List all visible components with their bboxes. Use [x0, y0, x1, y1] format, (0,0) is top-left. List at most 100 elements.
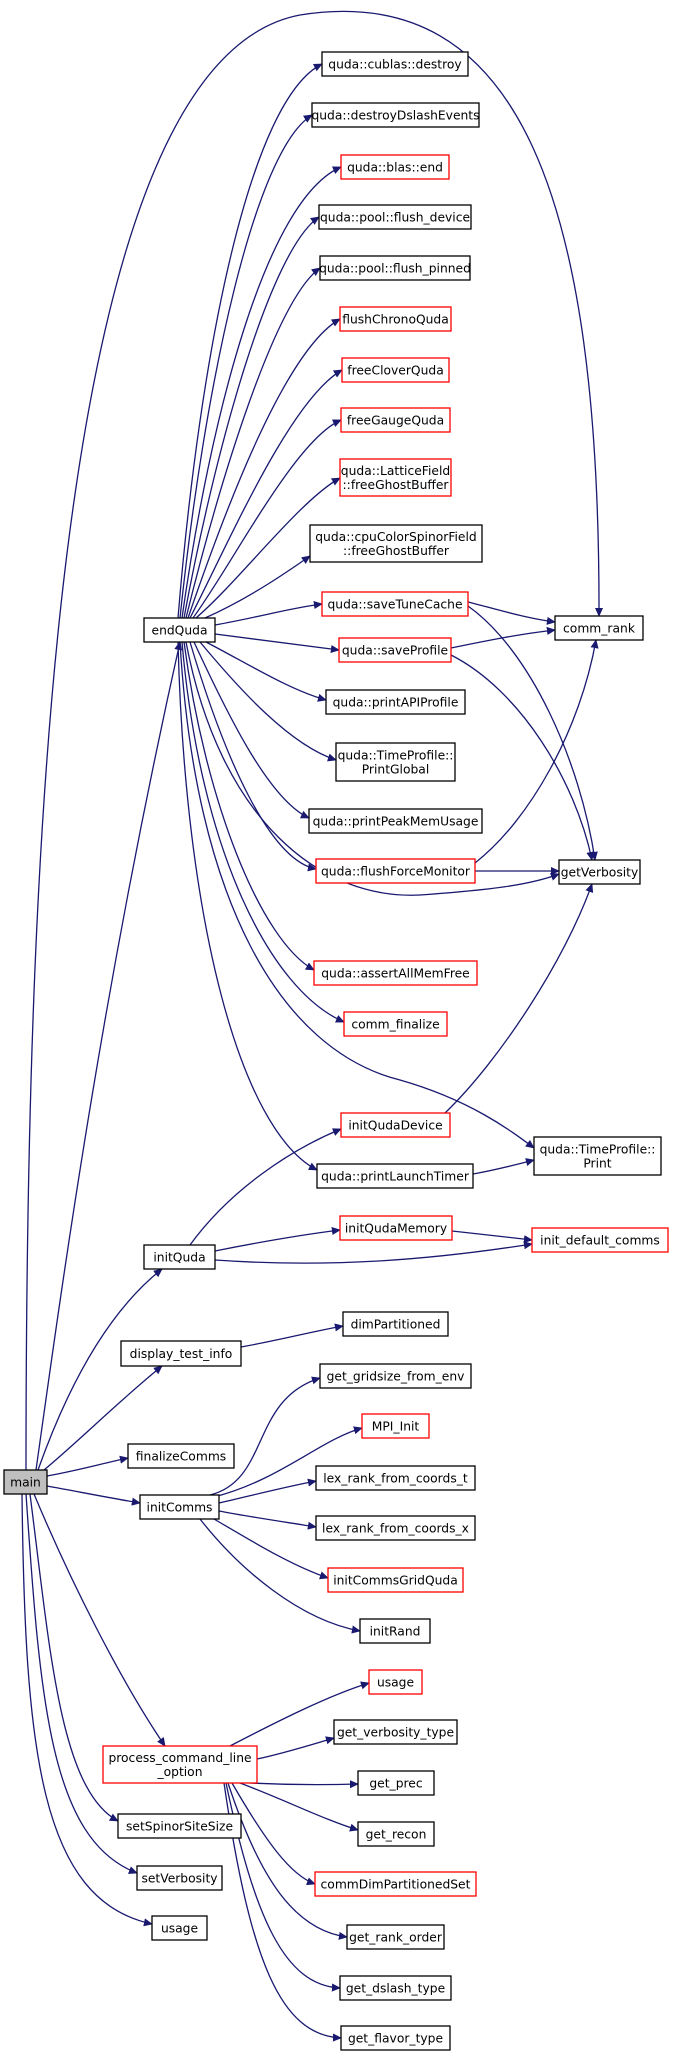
node-printAPIProfile[interactable]: quda::printAPIProfile [325, 689, 466, 715]
node-box[interactable] [143, 617, 216, 643]
node-box[interactable] [361, 1413, 430, 1439]
node-saveTuneCache[interactable]: quda::saveTuneCache [321, 591, 469, 617]
node-setVerbosity[interactable]: setVerbosity [136, 1865, 223, 1891]
node-setSpinorSiteSize[interactable]: setSpinorSiteSize [117, 1813, 242, 1839]
node-box[interactable] [357, 1821, 435, 1847]
node-box[interactable] [342, 1311, 449, 1337]
node-lex-rank-x[interactable]: lex_rank_from_coords_x [315, 1515, 476, 1541]
node-printPeakMemUsage[interactable]: quda::printPeakMemUsage [308, 808, 483, 834]
node-box[interactable] [315, 858, 476, 884]
node-box[interactable] [315, 1465, 476, 1491]
node-box[interactable] [333, 1719, 458, 1745]
node-usage-main[interactable]: usage [151, 1915, 208, 1941]
node-get-gridsize-from-env[interactable]: get_gridsize_from_env [319, 1363, 472, 1389]
node-box[interactable] [339, 1215, 453, 1241]
node-box[interactable] [340, 407, 451, 433]
node-box[interactable] [343, 1011, 448, 1037]
node-box[interactable] [102, 1745, 258, 1784]
node-box[interactable] [558, 859, 641, 885]
node-box[interactable] [346, 1924, 445, 1950]
node-comm-finalize[interactable]: comm_finalize [343, 1011, 448, 1037]
node-box[interactable] [316, 1163, 474, 1189]
node-get-flavor-type[interactable]: get_flavor_type [340, 2025, 451, 2051]
node-freeCloverQuda[interactable]: freeCloverQuda [341, 357, 450, 383]
node-box[interactable] [127, 1443, 235, 1469]
node-box[interactable] [339, 306, 452, 332]
node-display-test-info[interactable]: display_test_info [120, 1340, 242, 1367]
node-box[interactable] [339, 458, 452, 497]
node-box[interactable] [321, 51, 469, 77]
node-box[interactable] [533, 1136, 662, 1176]
node-box[interactable] [314, 1871, 477, 1897]
node-box[interactable] [313, 960, 478, 986]
node-MPI-Init[interactable]: MPI_Init [361, 1413, 430, 1439]
node-get-verbosity-type[interactable]: get_verbosity_type [333, 1719, 458, 1745]
node-flushForceMonitor[interactable]: quda::flushForceMonitor [315, 858, 476, 884]
node-box[interactable] [308, 808, 483, 834]
node-main[interactable]: main [3, 1469, 48, 1495]
node-cublas-destroy[interactable]: quda::cublas::destroy [321, 51, 469, 77]
node-box[interactable] [120, 1340, 242, 1367]
node-box[interactable] [340, 1112, 451, 1138]
node-get-prec[interactable]: get_prec [357, 1770, 435, 1796]
node-box[interactable] [341, 357, 450, 383]
node-usage-pcl[interactable]: usage [368, 1669, 423, 1695]
node-box[interactable] [325, 689, 466, 715]
node-freeGaugeQuda[interactable]: freeGaugeQuda [340, 407, 451, 433]
node-finalizeComms[interactable]: finalizeComms [127, 1443, 235, 1469]
node-pool-flush-device[interactable]: quda::pool::flush_device [318, 204, 472, 230]
node-timeprofile-print[interactable]: quda::TimeProfile::Print [533, 1136, 662, 1176]
node-pool-flush-pinned[interactable]: quda::pool::flush_pinned [319, 255, 471, 281]
node-assertAllMemFree[interactable]: quda::assertAllMemFree [313, 960, 478, 986]
node-box[interactable] [151, 1915, 208, 1941]
node-timeprofile-printglobal[interactable]: quda::TimeProfile::PrintGlobal [335, 742, 456, 782]
node-box[interactable] [309, 524, 483, 563]
node-blas-end[interactable]: quda::blas::end [340, 154, 450, 180]
node-comm-rank[interactable]: comm_rank [554, 615, 644, 641]
node-box[interactable] [368, 1669, 423, 1695]
node-box[interactable] [3, 1469, 48, 1495]
node-box[interactable] [318, 204, 472, 230]
node-box[interactable] [139, 1494, 220, 1520]
node-commDimPartitionedSet[interactable]: commDimPartitionedSet [314, 1871, 477, 1897]
node-get-dslash-type[interactable]: get_dslash_type [339, 1975, 452, 2001]
node-lex-rank-t[interactable]: lex_rank_from_coords_t [315, 1465, 476, 1491]
node-destroyDslashEvents[interactable]: quda::destroyDslashEvents [311, 102, 480, 128]
node-box[interactable] [531, 1227, 669, 1253]
node-box[interactable] [143, 1244, 216, 1270]
node-box[interactable] [319, 1363, 472, 1389]
node-box[interactable] [311, 102, 480, 128]
node-box[interactable] [554, 615, 644, 641]
node-box[interactable] [339, 1975, 452, 2001]
node-endQuda[interactable]: endQuda [143, 617, 216, 643]
node-box[interactable] [335, 742, 456, 782]
node-box[interactable] [319, 255, 471, 281]
node-box[interactable] [117, 1813, 242, 1839]
node-box[interactable] [359, 1618, 431, 1644]
node-initComms[interactable]: initComms [139, 1494, 220, 1520]
node-dimPartitioned[interactable]: dimPartitioned [342, 1311, 449, 1337]
node-initCommsGridQuda[interactable]: initCommsGridQuda [327, 1567, 464, 1593]
node-cpucolor-freeghost[interactable]: quda::cpuColorSpinorField::freeGhostBuff… [309, 524, 483, 563]
node-get-rank-order[interactable]: get_rank_order [346, 1924, 445, 1950]
node-saveProfile[interactable]: quda::saveProfile [338, 637, 452, 663]
node-box[interactable] [338, 637, 452, 663]
node-init-default-comms[interactable]: init_default_comms [531, 1227, 669, 1253]
node-box[interactable] [327, 1567, 464, 1593]
node-initQudaMemory[interactable]: initQudaMemory [339, 1215, 453, 1241]
node-getVerbosity[interactable]: getVerbosity [558, 859, 641, 885]
node-box[interactable] [315, 1515, 476, 1541]
node-box[interactable] [357, 1770, 435, 1796]
node-box[interactable] [340, 2025, 451, 2051]
node-box[interactable] [136, 1865, 223, 1891]
node-flushChronoQuda[interactable]: flushChronoQuda [339, 306, 452, 332]
node-initRand[interactable]: initRand [359, 1618, 431, 1644]
node-get-recon[interactable]: get_recon [357, 1821, 435, 1847]
node-latticefield-freeghost[interactable]: quda::LatticeField::freeGhostBuffer [339, 458, 452, 497]
node-initQuda[interactable]: initQuda [143, 1244, 216, 1270]
node-box[interactable] [340, 154, 450, 180]
node-initQudaDevice[interactable]: initQudaDevice [340, 1112, 451, 1138]
node-box[interactable] [321, 591, 469, 617]
node-printLaunchTimer[interactable]: quda::printLaunchTimer [316, 1163, 474, 1189]
node-process-command-line-option[interactable]: process_command_line_option [102, 1745, 258, 1784]
